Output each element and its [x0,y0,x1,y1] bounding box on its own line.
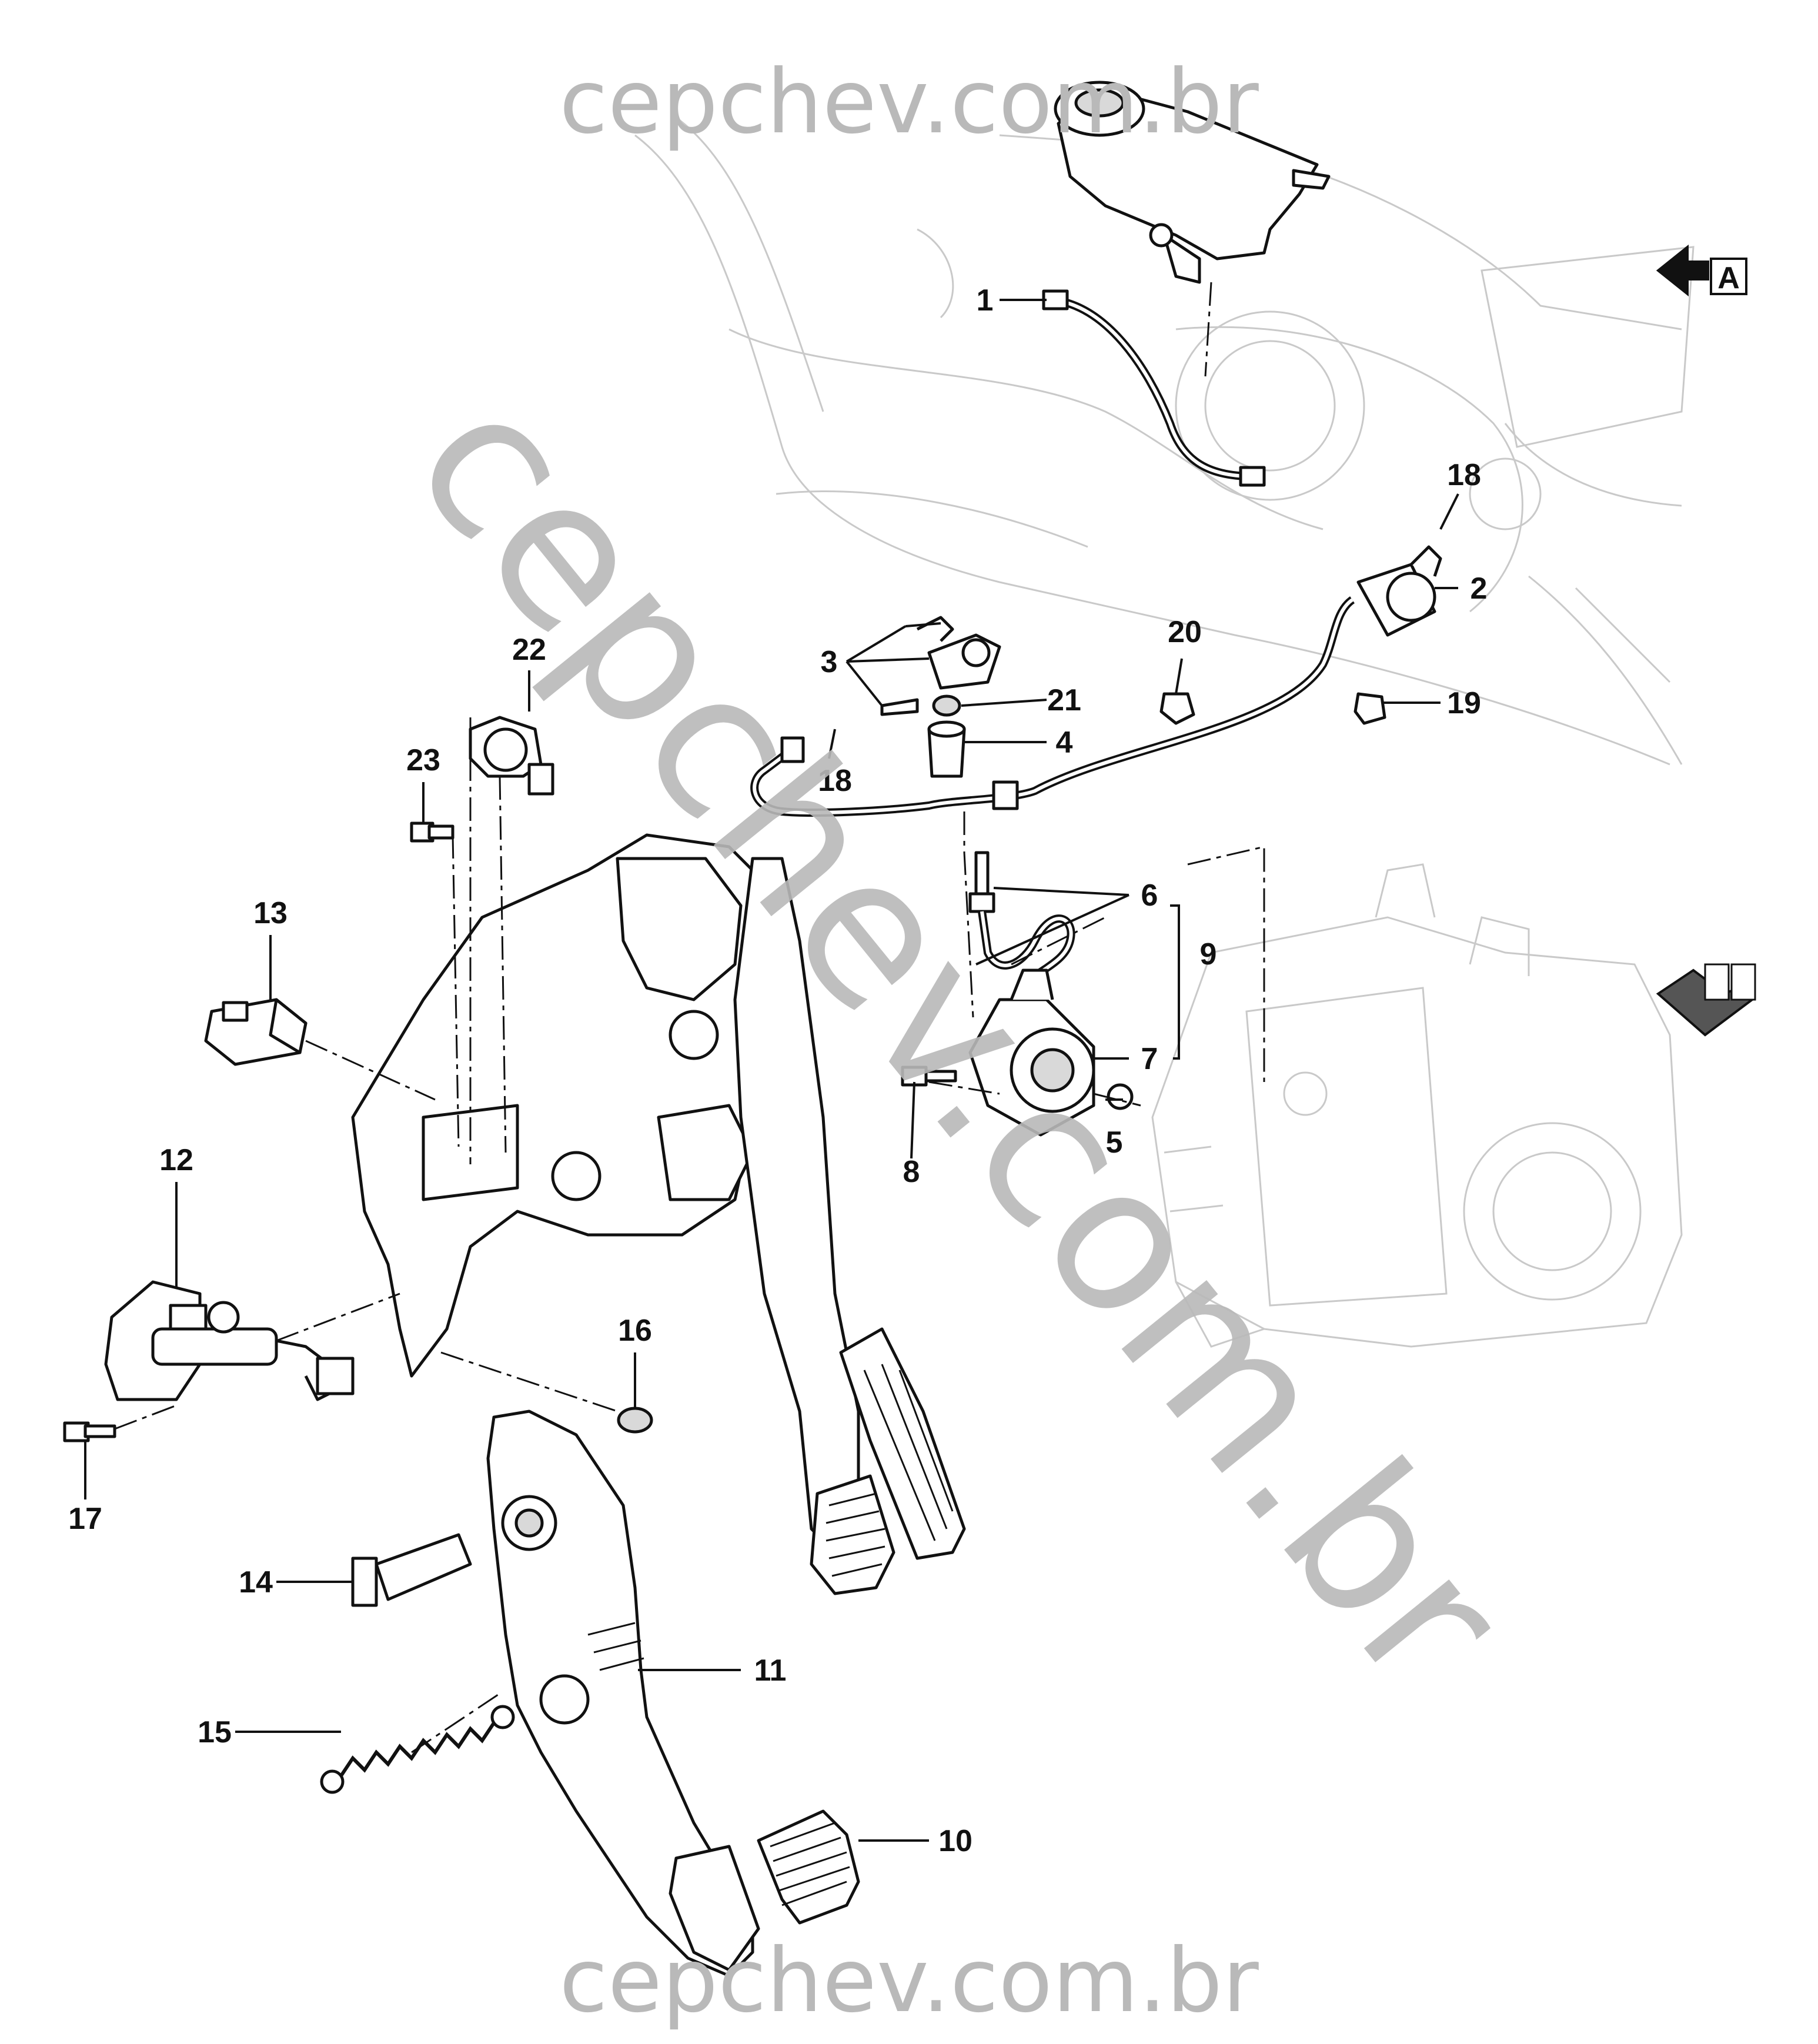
callout-12: 12 [159,1143,193,1177]
small-clip-19 [1354,692,1386,725]
callout-17: 17 [68,1502,102,1536]
reservoir-hose [1042,289,1266,487]
callout-19: 19 [1447,686,1481,720]
callout-7: 7 [1141,1042,1158,1076]
bolt-17 [63,1421,116,1442]
clutch-pedal-11 [486,1410,760,1978]
view-marker-a-label: A [1717,261,1740,295]
grommet-21 [932,694,961,717]
position-sensor-22 [469,716,554,796]
callout-18-left: 18 [818,764,852,798]
bushing-16 [617,1407,653,1434]
callout-4: 4 [1056,726,1073,760]
pedal-pad-10 [757,1809,860,1925]
clutch-pipe [750,596,1355,817]
callout-1: 1 [977,283,994,318]
callout-3: 3 [821,645,838,679]
callout-18-top: 18 [1447,458,1481,492]
small-clip-20 [1159,692,1195,725]
callout-9: 9 [1200,937,1217,971]
view-marker-a-box [1710,258,1747,295]
callout-labels: 1 2 3 4 5 6 7 8 9 10 11 12 13 14 15 16 1… [68,283,1487,1858]
assembly-lines [114,282,1265,1754]
callout-2: 2 [1471,572,1488,606]
callout-16: 16 [618,1314,652,1348]
callout-21: 21 [1047,683,1081,717]
pedal-switch-13 [204,998,308,1066]
master-cylinder-12 [104,1280,355,1401]
brake-pedal-arm [733,857,895,1595]
callout-23: 23 [406,743,440,777]
front-direction-arrow-icon [1656,963,1756,1037]
callout-6: 6 [1141,879,1158,913]
view-marker-a: A [1656,244,1747,297]
callout-15: 15 [198,1715,232,1749]
transmission-outline [1151,863,1683,1348]
callout-20: 20 [1168,615,1202,649]
bleeder-tube [968,851,1075,991]
hydraulic-quick-connector [1356,545,1442,637]
watermark-bottom: cepchev.com.br [559,1930,1259,2032]
pedal-box-bracket [351,833,778,1378]
pipe-clip-assembly [880,616,1001,716]
concentric-slave-cylinder [968,968,1095,1137]
leader-lines [84,299,1459,1842]
watermark-top: cepchev.com.br [559,51,1259,153]
callout-11: 11 [754,1654,787,1688]
callout-5: 5 [1106,1125,1123,1160]
fluid-reservoir [1054,81,1331,284]
callout-8: 8 [903,1155,920,1189]
bolt-23 [410,821,454,843]
pivot-pin-14 [351,1533,472,1607]
callout-22: 22 [512,633,546,667]
bleeder-sleeve [927,720,966,778]
callout-14: 14 [239,1565,273,1599]
accelerator-pedal [839,1327,966,1560]
callout-10: 10 [938,1824,973,1858]
callout-13: 13 [253,896,288,930]
